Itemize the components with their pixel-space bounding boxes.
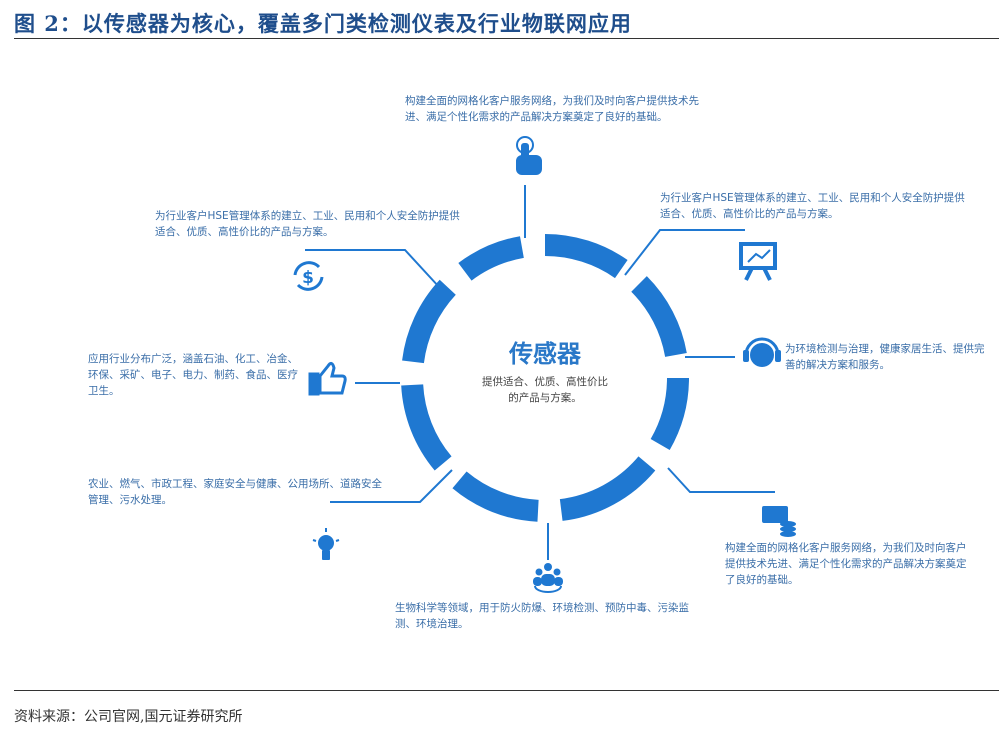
headset-icon (743, 337, 781, 367)
figure-title: 图 2：以传感器为核心，覆盖多门类检测仪表及行业物联网应用 (14, 11, 632, 36)
center-subtitle: 提供适合、优质、高性价比的产品与方案。 (482, 376, 608, 404)
svg-text:$: $ (302, 268, 314, 288)
node-upper-right-text: 为行业客户HSE管理体系的建立、工业、民用和个人安全防护提供适合、优质、高性价比… (660, 192, 965, 220)
source-note: 资料来源：公司官网,国元证券研究所 (14, 709, 243, 725)
ring-segment (452, 471, 539, 522)
node-bottom-text: 生物科学等领域，用于防火防爆、环境检测、预防中毒、污染监测、环境治理。 (395, 602, 689, 630)
top-divider (14, 38, 999, 39)
center-title: 传感器 (509, 340, 581, 368)
sensor-ring (401, 234, 689, 522)
node-left-text: 应用行业分布广泛，涵盖石油、化工、冶金、环保、采矿、电子、电力、制药、食品、医疗… (88, 353, 298, 397)
lightbulb-icon (312, 528, 340, 560)
connector-upper-left (305, 249, 441, 289)
ring-segment (650, 377, 689, 450)
card-coins-icon (762, 506, 796, 537)
thumbs-up-icon (308, 361, 347, 396)
connector-lower-right (667, 467, 775, 493)
team-icon (533, 563, 563, 593)
ring-segment (402, 279, 456, 364)
node-lower-right-text: 构建全面的网格化客户服务网络，为我们及时向客户提供技术先进、满足个性化需求的产品… (725, 542, 967, 586)
ring-segment (544, 234, 628, 279)
node-lower-left-text: 农业、燃气、市政工程、家庭安全与健康、公用场所、道路安全管理、污水处理。 (88, 478, 382, 506)
ring-segment (401, 384, 452, 471)
ring-segment (559, 456, 656, 521)
dollar-cycle-icon: $ (293, 261, 324, 291)
ring-segment (458, 236, 525, 281)
touch-icon (516, 136, 542, 175)
connector-lower-left (330, 469, 453, 503)
bottom-divider (14, 690, 999, 691)
ring-segment (631, 276, 687, 358)
node-top-text: 构建全面的网格化客户服务网络，为我们及时向客户提供技术先进、满足个性化需求的产品… (405, 95, 699, 123)
connector-upper-right (624, 229, 745, 276)
presentation-chart-icon (739, 242, 777, 281)
node-right-text: 为环境检测与治理，健康家居生活、提供完善的解决方案和服务。 (785, 343, 985, 371)
node-upper-left-text: 为行业客户HSE管理体系的建立、工业、民用和个人安全防护提供适合、优质、高性价比… (155, 210, 460, 238)
